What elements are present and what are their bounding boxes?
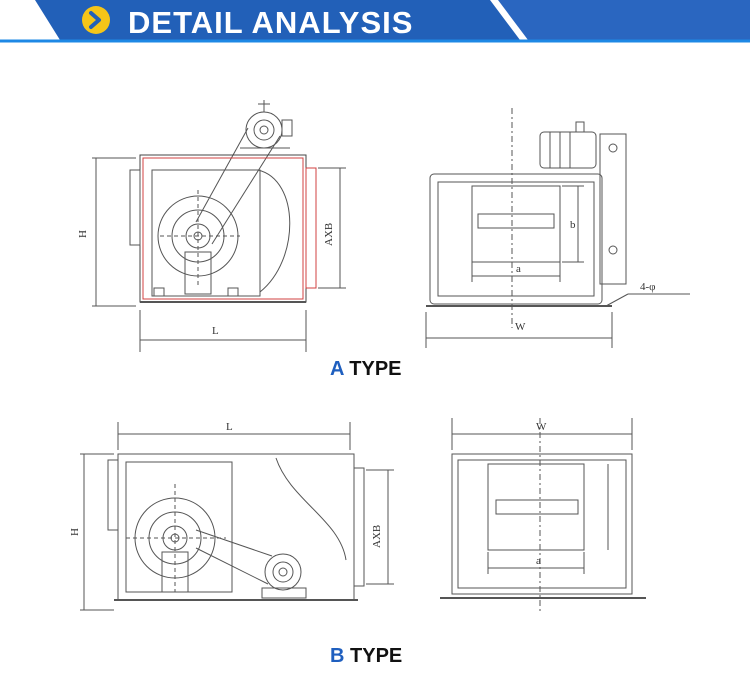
b-front-a-label: a bbox=[536, 555, 541, 567]
b-type-front-view bbox=[440, 418, 646, 612]
b-side-length-label: L bbox=[226, 421, 233, 433]
a-front-holes-label: 4-φ bbox=[640, 281, 656, 293]
a-type-caption-letter: A bbox=[330, 358, 344, 380]
a-type-side-view bbox=[92, 100, 346, 352]
page-title: DETAIL ANALYSIS bbox=[128, 5, 414, 40]
header-banner: DETAIL ANALYSIS bbox=[0, 0, 750, 48]
a-side-length-label: L bbox=[212, 325, 219, 337]
a-side-height-label: H bbox=[77, 230, 89, 238]
b-side-height-label: H bbox=[69, 528, 81, 536]
b-type-caption-word: TYPE bbox=[350, 645, 403, 667]
circle-arrow-right-icon bbox=[82, 6, 110, 34]
a-front-b-label: b bbox=[570, 219, 576, 231]
b-type-side-view bbox=[80, 422, 394, 611]
b-type-caption: B TYPE bbox=[330, 645, 402, 668]
b-side-outlet-label: AXB bbox=[371, 525, 383, 548]
b-front-width-label: W bbox=[536, 421, 547, 433]
a-side-outlet-label: AXB bbox=[323, 223, 335, 246]
banner-background bbox=[0, 0, 750, 43]
a-front-a-label: a bbox=[516, 263, 521, 275]
a-front-width-label: W bbox=[515, 321, 526, 333]
fan-technical-drawing: H L AXB W a b 4-φ H L AXB W a bbox=[69, 100, 690, 612]
a-type-front-view bbox=[425, 108, 690, 348]
a-type-caption-word: TYPE bbox=[349, 358, 402, 380]
a-type-caption: A TYPE bbox=[330, 358, 402, 381]
b-type-caption-letter: B bbox=[330, 645, 345, 667]
